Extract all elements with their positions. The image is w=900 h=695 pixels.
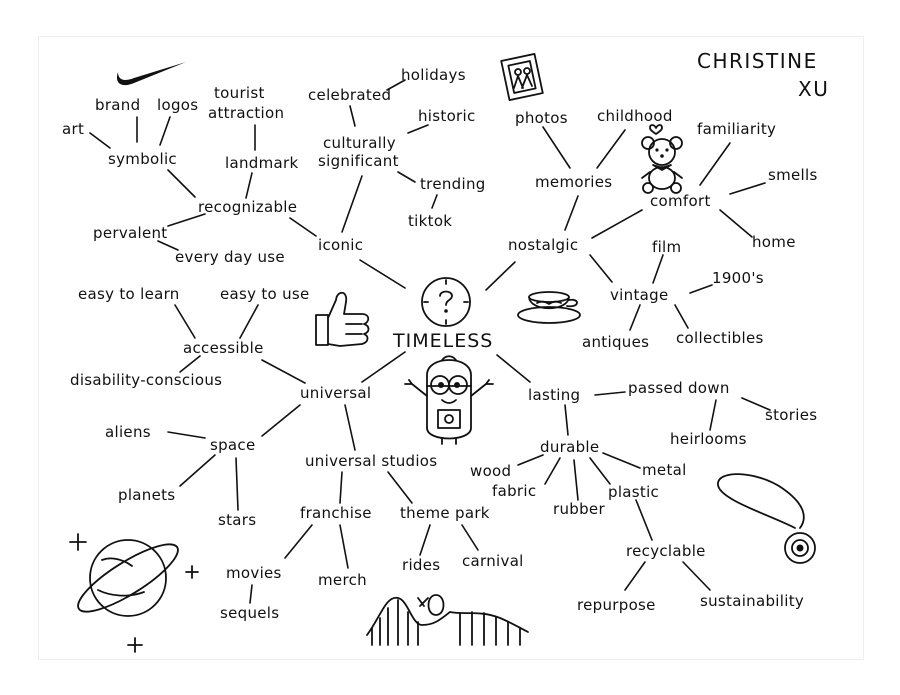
thumbs-up-icon <box>315 291 370 347</box>
node-franchise: franchise <box>300 504 372 522</box>
node-home: home <box>752 233 796 251</box>
node-art: art <box>62 120 84 138</box>
teddy-bear-icon <box>641 124 683 194</box>
node-carnival: carnival <box>462 552 524 570</box>
node-familiarity: familiarity <box>697 120 776 138</box>
node-easy-to-use: easy to use <box>220 285 310 303</box>
roller-coaster-icon <box>366 594 529 646</box>
node-plastic: plastic <box>608 483 659 501</box>
node-collectibles: collectibles <box>676 329 764 347</box>
node-holidays: holidays <box>401 66 466 84</box>
node-rubber: rubber <box>553 500 605 518</box>
node-recognizable: recognizable <box>198 198 297 216</box>
node-stars: stars <box>218 511 256 529</box>
node-attraction: attraction <box>208 104 284 122</box>
swoosh-icon <box>116 62 186 86</box>
node-sustainability: sustainability <box>700 592 804 610</box>
node-celebrated: celebrated <box>308 86 391 104</box>
node-tourist: tourist <box>214 84 265 102</box>
node-comfort: comfort <box>650 192 711 210</box>
node-significant: significant <box>318 152 399 170</box>
node-planets: planets <box>118 486 175 504</box>
node-universal: universal <box>300 384 371 402</box>
node-passed-down: passed down <box>628 379 730 397</box>
photo-frame-icon <box>500 53 544 101</box>
node-film: film <box>652 238 681 256</box>
node-lasting: lasting <box>528 386 580 404</box>
node-antiques: antiques <box>582 333 649 351</box>
clock-icon <box>421 277 471 327</box>
author-last-name: XU <box>798 77 829 101</box>
sparkle-icon <box>69 533 199 653</box>
node-repurpose: repurpose <box>577 596 656 614</box>
saturn-icon <box>77 539 179 617</box>
node-symbolic: symbolic <box>108 150 177 168</box>
node-rides: rides <box>402 556 440 574</box>
node-merch: merch <box>318 571 367 589</box>
node-tiktok: tiktok <box>408 212 452 230</box>
node-wood: wood <box>470 462 511 480</box>
node-accessible: accessible <box>183 339 264 357</box>
node-trending: trending <box>420 175 486 193</box>
medal-icon <box>717 473 816 564</box>
node-aliens: aliens <box>105 423 151 441</box>
node-1900s: 1900's <box>712 269 764 287</box>
node-heirlooms: heirlooms <box>670 430 747 448</box>
center-node: TIMELESS <box>392 330 493 352</box>
node-brand: brand <box>95 96 140 114</box>
node-childhood: childhood <box>597 107 673 125</box>
node-landmark: landmark <box>225 154 298 172</box>
node-theme-park: theme park <box>400 504 490 522</box>
node-memories: memories <box>535 173 612 191</box>
node-fabric: fabric <box>492 482 536 500</box>
node-metal: metal <box>642 461 687 479</box>
minion-icon <box>404 355 494 445</box>
node-pervalent: pervalent <box>93 224 167 242</box>
node-universal-studios: universal studios <box>305 452 437 470</box>
node-historic: historic <box>418 107 476 125</box>
author-first-name: CHRISTINE <box>697 49 818 73</box>
node-durable: durable <box>540 438 599 456</box>
node-logos: logos <box>157 96 198 114</box>
node-every-day-use: every day use <box>175 248 285 266</box>
teacup-icon <box>517 291 581 324</box>
node-stories: stories <box>765 406 817 424</box>
node-culturally: culturally <box>323 134 396 152</box>
node-smells: smells <box>768 166 818 184</box>
node-movies: movies <box>226 564 282 582</box>
node-photos: photos <box>515 109 568 127</box>
node-sequels: sequels <box>220 604 279 622</box>
node-recyclable: recyclable <box>626 542 706 560</box>
node-easy-to-learn: easy to learn <box>78 285 180 303</box>
node-space: space <box>210 436 256 454</box>
node-iconic: iconic <box>318 236 363 254</box>
node-nostalgic: nostalgic <box>508 236 578 254</box>
mind-map-edges <box>89 79 771 604</box>
node-disability-conscious: disability-conscious <box>70 371 222 389</box>
node-vintage: vintage <box>610 286 668 304</box>
